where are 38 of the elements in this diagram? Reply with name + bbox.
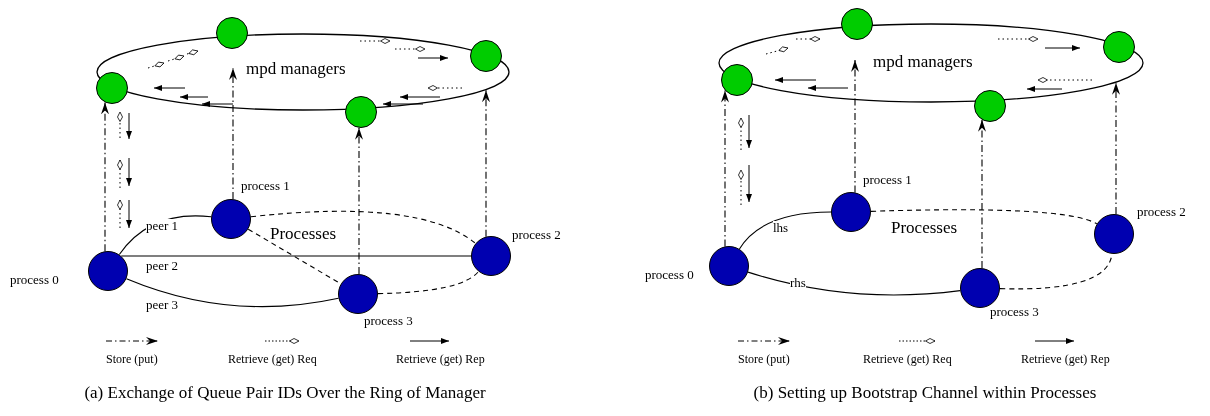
caption: (b) Setting up Bootstrap Channel within Processes	[752, 382, 1098, 404]
group-label: Processes	[891, 217, 959, 239]
edge-label: peer 3	[146, 298, 179, 311]
group-label: Processes	[270, 223, 338, 245]
ring-label: mpd managers	[246, 60, 346, 77]
arrow	[355, 127, 363, 275]
arrow	[482, 89, 490, 238]
process-label: process 2	[512, 228, 561, 241]
connector-line	[870, 209, 1098, 225]
legend-label: Retrieve (get) Rep	[1021, 353, 1110, 365]
edge-label: peer 2	[146, 259, 179, 272]
edge-label: peer 1	[146, 219, 179, 232]
process-label: process 1	[863, 173, 912, 186]
legend-label: Store (put)	[106, 353, 158, 365]
legend-label: Retrieve (get) Rep	[396, 353, 485, 365]
edge-label: rhs	[790, 276, 806, 289]
edge-label: lhs	[773, 221, 789, 234]
arrow	[978, 119, 986, 269]
process-label: process 0	[10, 273, 59, 286]
arrow	[721, 90, 729, 247]
connector-line	[250, 210, 477, 244]
process-label: process 2	[1137, 205, 1186, 218]
process-label: process 0	[645, 268, 694, 281]
connector-line	[120, 255, 472, 257]
arrow	[851, 59, 859, 193]
process-label: process 3	[364, 314, 413, 327]
legend-label: Retrieve (get) Req	[863, 353, 952, 365]
arrow	[229, 67, 237, 200]
caption: (a) Exchange of Queue Pair IDs Over the Ring of Manager	[83, 382, 487, 404]
legend-label: Store (put)	[738, 353, 790, 365]
arrow	[1112, 82, 1120, 215]
connector-line	[738, 211, 832, 250]
process-label: process 1	[241, 179, 290, 192]
ring-label: mpd managers	[873, 53, 973, 70]
process-label: process 3	[990, 305, 1039, 318]
legend-label: Retrieve (get) Req	[228, 353, 317, 365]
connector-line	[747, 271, 961, 296]
connector-line	[377, 271, 479, 295]
